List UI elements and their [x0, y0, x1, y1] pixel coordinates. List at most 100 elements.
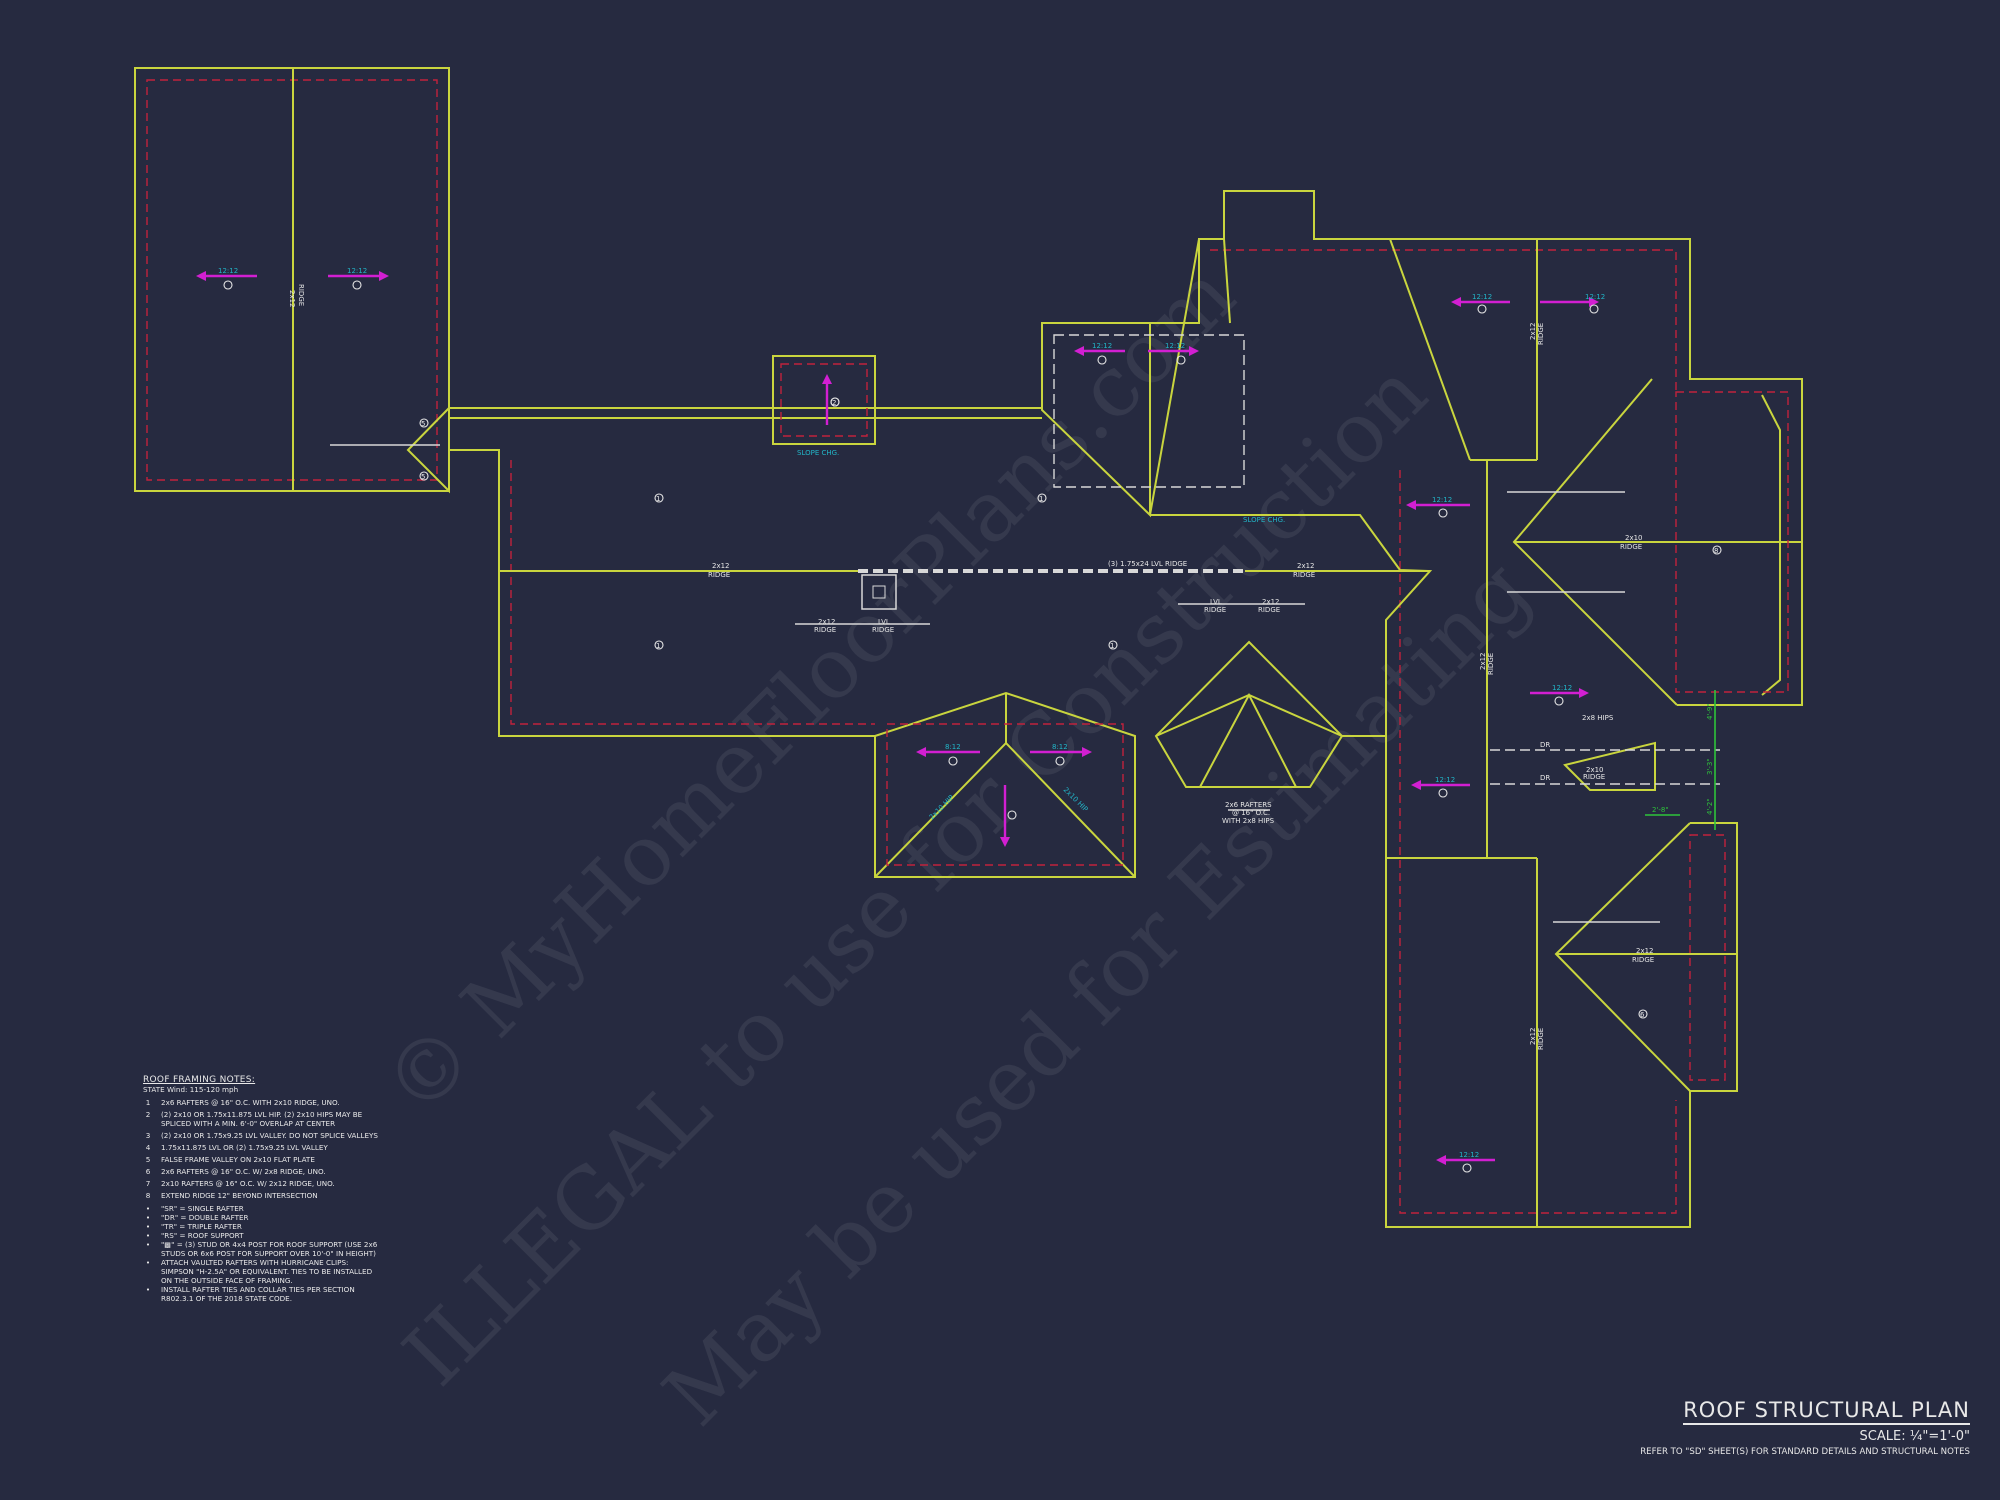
- svg-text:RIDGE: RIDGE: [1620, 543, 1642, 551]
- slope-arrow: 12:12: [1540, 293, 1605, 314]
- slope-arrow: 12:12: [1530, 684, 1589, 706]
- svg-text:RIDGE: RIDGE: [1632, 956, 1654, 964]
- svg-text:6: 6: [1640, 1011, 1645, 1019]
- svg-text:SLOPE CHG.: SLOPE CHG.: [1243, 516, 1285, 524]
- svg-text:2x12: 2x12: [1297, 562, 1315, 570]
- slope-arrow: 12:12: [1436, 1151, 1495, 1173]
- svg-text:RIDGE: RIDGE: [1537, 1028, 1545, 1050]
- svg-text:RIDGE: RIDGE: [1537, 323, 1545, 345]
- roof-framing-notes: ROOF FRAMING NOTES: STATE Wind: 115-120 …: [143, 1075, 383, 1304]
- svg-text:LVL: LVL: [1210, 598, 1222, 606]
- slope-arrow: 12:12: [1074, 342, 1125, 365]
- note-bullet: •ATTACH VAULTED RAFTERS WITH HURRICANE C…: [145, 1258, 373, 1285]
- svg-text:1: 1: [1039, 495, 1043, 503]
- slope-arrow: 8:12: [1030, 743, 1092, 766]
- right-wing-hip-roof: 2x10 RIDGE: [1507, 378, 1802, 706]
- slope-arrow: [1000, 785, 1017, 847]
- svg-text:2x12: 2x12: [1262, 598, 1280, 606]
- svg-text:2: 2: [832, 399, 836, 407]
- svg-text:1: 1: [656, 642, 660, 650]
- svg-text:12:12: 12:12: [1552, 684, 1572, 692]
- svg-text:2x8 HIPS: 2x8 HIPS: [1582, 714, 1614, 722]
- slope-arrow: 12:12: [1406, 496, 1470, 518]
- svg-text:8:12: 8:12: [1052, 743, 1068, 751]
- slope-arrow: 12:12: [328, 267, 389, 290]
- svg-text:8: 8: [1714, 547, 1718, 555]
- svg-text:RIDGE: RIDGE: [297, 284, 305, 306]
- note-item: 2(2) 2x10 OR 1.75x11.875 LVL HIP. (2) 2x…: [145, 1110, 363, 1128]
- svg-text:RIDGE: RIDGE: [1258, 606, 1280, 614]
- note-bullet: •"DR" = DOUBLE RAFTER: [145, 1213, 249, 1222]
- svg-text:2x12: 2x12: [1529, 322, 1537, 340]
- svg-text:RIDGE: RIDGE: [1204, 606, 1226, 614]
- svg-text:DR: DR: [1540, 774, 1550, 782]
- note-bullet: •"RS" = ROOF SUPPORT: [145, 1231, 244, 1240]
- svg-text:12:12: 12:12: [1459, 1151, 1479, 1159]
- svg-text:4'-2": 4'-2": [1706, 798, 1714, 815]
- svg-text:RIDGE: RIDGE: [1583, 773, 1605, 781]
- octagon-bay-roof: 2x6 RAFTERS @ 16" O.C. WITH 2x8 HIPS: [1154, 640, 1344, 825]
- slope-change-label: SLOPE CHG.: [797, 449, 839, 457]
- svg-text:(3) 1.75x24 LVL RIDGE: (3) 1.75x24 LVL RIDGE: [1108, 560, 1187, 568]
- watermark: © MyHomeFloorPlans.com ILLEGAL to use fo…: [365, 246, 1548, 1444]
- svg-text:3'-3": 3'-3": [1706, 758, 1714, 775]
- note-bullet: •"TR" = TRIPLE RAFTER: [145, 1222, 242, 1231]
- svg-text:2x10 HIP: 2x10 HIP: [1062, 786, 1090, 814]
- left-garage-roof: 2x12 RIDGE: [134, 67, 450, 492]
- slope-arrow: 12:12: [1451, 293, 1510, 314]
- svg-text:2x6 RAFTERS: 2x6 RAFTERS: [1225, 801, 1272, 809]
- svg-text:12:12: 12:12: [347, 267, 367, 275]
- svg-text:2x12: 2x12: [1529, 1027, 1537, 1045]
- svg-text:WITH 2x8 HIPS: WITH 2x8 HIPS: [1222, 817, 1275, 825]
- drawing-title: ROOF STRUCTURAL PLAN: [1683, 1398, 1970, 1425]
- svg-text:12:12: 12:12: [1472, 293, 1492, 301]
- svg-text:RIDGE: RIDGE: [1487, 653, 1495, 675]
- roof-support-post-icon: [861, 574, 897, 610]
- notes-wind: STATE Wind: 115-120 mph: [143, 1085, 239, 1094]
- svg-text:LVL: LVL: [878, 618, 890, 626]
- svg-text:2x10: 2x10: [1586, 766, 1604, 774]
- svg-text:12:12: 12:12: [1435, 776, 1455, 784]
- svg-text:1: 1: [656, 495, 660, 503]
- svg-text:2x12: 2x12: [1636, 947, 1654, 955]
- svg-text:RIDGE: RIDGE: [872, 626, 894, 634]
- title-block: ROOF STRUCTURAL PLAN SCALE: ¼"=1'-0" REF…: [1640, 1398, 1970, 1457]
- slope-arrow: 12:12: [1411, 776, 1470, 798]
- svg-text:DR: DR: [1540, 741, 1550, 749]
- small-hip-nub: 2x10 RIDGE 2x8 HIPS DR DR 4'-9" 3'-3" 4'…: [1490, 690, 1720, 830]
- drawing-reference-note: REFER TO "SD" SHEET(S) FOR STANDARD DETA…: [1640, 1447, 1970, 1457]
- svg-text:RIDGE: RIDGE: [814, 626, 836, 634]
- note-item: 3(2) 2x10 OR 1.75x9.25 LVL VALLEY. DO NO…: [145, 1131, 378, 1140]
- connector-roof: SLOPE CHG.: [330, 355, 1042, 494]
- svg-text:12:12: 12:12: [1165, 342, 1185, 350]
- svg-text:2x10: 2x10: [1625, 534, 1643, 542]
- slope-arrow: 12:12: [196, 267, 257, 290]
- drawing-scale: SCALE: ¼"=1'-0": [1859, 1429, 1970, 1444]
- svg-text:RIDGE: RIDGE: [708, 571, 730, 579]
- svg-text:12:12: 12:12: [218, 267, 238, 275]
- svg-text:5: 5: [421, 473, 425, 481]
- svg-text:8:12: 8:12: [945, 743, 961, 751]
- watermark-line-2: ILLEGAL to use for Construction: [385, 344, 1446, 1405]
- svg-text:1: 1: [1110, 642, 1114, 650]
- svg-text:2x12: 2x12: [818, 618, 836, 626]
- note-bullet: •"SR" = SINGLE RAFTER: [145, 1204, 244, 1213]
- svg-text:12:12: 12:12: [1585, 293, 1605, 301]
- svg-text:@ 16" O.C.: @ 16" O.C.: [1232, 809, 1270, 817]
- svg-text:2x12: 2x12: [712, 562, 730, 570]
- lower-right-hip-roof: 2x12 RIDGE: [1553, 822, 1737, 1092]
- slope-arrows: 12:12 12:12 12:12 12:12 12:12 12:12 8:12…: [196, 267, 1605, 1173]
- callouts: 1 1 1 1 5 5 2 8 6: [419, 397, 1722, 1019]
- slope-arrow: 8:12: [916, 743, 980, 766]
- notes-heading: ROOF FRAMING NOTES:: [143, 1075, 256, 1085]
- main-roof: (3) 1.75x24 LVL RIDGE 2x12 RIDGE 2x12 RI…: [449, 190, 1803, 1228]
- note-bullet: •"▩" = (3) STUD OR 4x4 POST FOR ROOF SUP…: [145, 1240, 378, 1258]
- svg-text:2'-8": 2'-8": [1652, 806, 1669, 814]
- svg-text:RIDGE: RIDGE: [1293, 571, 1315, 579]
- svg-text:12:12: 12:12: [1092, 342, 1112, 350]
